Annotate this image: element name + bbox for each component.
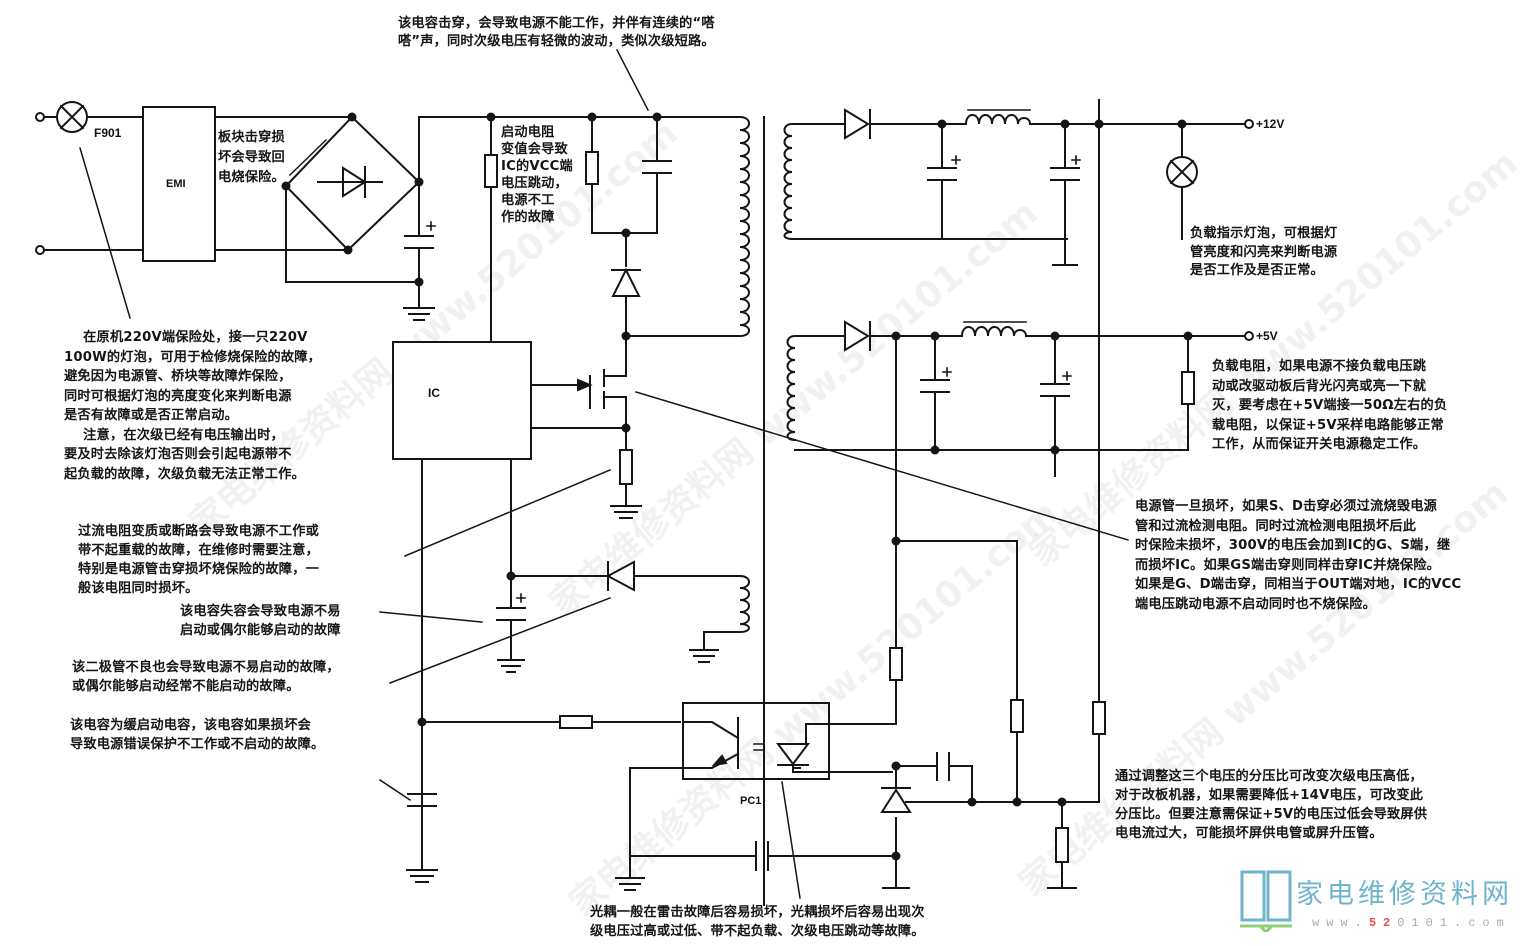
secondary-winding-5v bbox=[786, 334, 797, 442]
ground-symbol bbox=[406, 869, 438, 883]
note-power-mosfet: 电源管一旦损坏，如果S、D击穿必须过流烧毁电源 管和过流检测电阻。同时过流检测电… bbox=[1135, 499, 1462, 612]
bulk-capacitor bbox=[404, 221, 436, 249]
note-divider: 通过调整这三个电压的分压比可改变次级电压高低， 对于改板机器，如果需要降低+14… bbox=[1115, 769, 1428, 841]
fuse-label: F901 bbox=[94, 126, 122, 140]
filter-capacitor-5v-1 bbox=[920, 367, 952, 393]
emi-filter-box bbox=[142, 106, 216, 262]
site-url: www.520101.com bbox=[1312, 916, 1511, 930]
filter-capacitor-5v-2 bbox=[1040, 371, 1072, 397]
divider-resistor-bottom bbox=[1055, 827, 1069, 863]
site-name: 家电维修资料网 bbox=[1296, 879, 1513, 910]
note-load-bulb: 负载指示灯泡，可根据灯 管亮度和闪亮来判断电源 是否工作及是否正常。 bbox=[1190, 226, 1338, 278]
emi-label: EMI bbox=[166, 178, 186, 190]
filter-capacitor-12v-1 bbox=[927, 155, 961, 181]
ac-input-terminal-top bbox=[35, 112, 45, 122]
inductor-12v bbox=[964, 109, 1032, 126]
auxiliary-winding bbox=[689, 574, 750, 663]
power-mosfet bbox=[530, 335, 627, 429]
note-optocoupler: 光耦一般在雷击故障后容易损坏，光耦损坏后容易出现次 级电压过高或过低、带不起负载… bbox=[590, 905, 925, 939]
snubber-resistor bbox=[585, 151, 599, 185]
secondary-winding-12v bbox=[783, 122, 794, 241]
note-fuse-bulb: 在原机220V端保险处，接一只220V 100W的灯泡，可用于检修烧保险的故障，… bbox=[64, 330, 322, 482]
output-5v-label: +5V bbox=[1256, 329, 1278, 343]
ground-symbol bbox=[615, 877, 645, 891]
note-vcc-capacitor: 该电容失容会导致电源不易 启动或偶尔能够启动的故障 bbox=[180, 604, 341, 638]
output-terminal-12v bbox=[1244, 119, 1254, 129]
output-12v-label: +12V bbox=[1256, 117, 1285, 131]
load-bulb-icon bbox=[1166, 156, 1198, 188]
shunt-regulator-tl431 bbox=[880, 787, 973, 813]
fuse-bulb-icon bbox=[56, 101, 88, 133]
site-logo: 家电维修资料网 www.520101.com bbox=[1238, 868, 1516, 938]
filter-capacitor-12v-2 bbox=[1050, 155, 1081, 266]
ground-symbol bbox=[497, 659, 525, 673]
output-terminal-5v bbox=[1244, 331, 1254, 341]
divider-resistor-5v bbox=[1010, 699, 1024, 733]
rectifier-diode-12v bbox=[844, 108, 871, 140]
rectifier-diode-5v bbox=[844, 320, 871, 352]
optocoupler bbox=[682, 702, 830, 780]
vcc-capacitor bbox=[496, 593, 526, 621]
note-load-resistor: 负载电阻，如果电源不接负载电压跳 动或改驱动板后背光闪亮或亮一下就 灭，要考虑在… bbox=[1212, 359, 1448, 452]
bridge-rectifier bbox=[284, 115, 421, 252]
controller-ic bbox=[392, 341, 532, 460]
note-top-capacitor: 该电容击穿，会导致电源不能工作，并伴有连续的“嗒 嗒”声，同时次级电压有轻微的波… bbox=[398, 16, 715, 49]
inductor-5v bbox=[960, 321, 1028, 338]
opto-series-resistor bbox=[889, 647, 903, 681]
note-startup-resistor: 启动电阻 变值会导致 IC的VCC端 电压跳动， 电源不工 作的故障 bbox=[501, 125, 573, 225]
ic-label: IC bbox=[428, 386, 440, 400]
snubber-diode bbox=[611, 267, 641, 297]
note-vcc-diode: 该二极管不良也会导致电源不易启动的故障， 或偶尔能够启动经常不能启动的故障。 bbox=[72, 660, 340, 694]
vcc-diode bbox=[605, 560, 635, 592]
softstart-capacitor bbox=[407, 793, 437, 807]
opto-transistor bbox=[682, 717, 765, 769]
book-icon bbox=[1240, 870, 1292, 932]
feedback-resistor bbox=[559, 715, 593, 729]
compensation-capacitor bbox=[755, 841, 769, 871]
snubber-capacitor bbox=[642, 160, 672, 174]
ac-input-terminal-bottom bbox=[35, 245, 45, 255]
leader-lines bbox=[79, 48, 1129, 899]
ground-symbol bbox=[610, 505, 642, 519]
divider-resistor-12v bbox=[1092, 701, 1106, 735]
primary-winding bbox=[625, 116, 750, 337]
current-sense-resistor bbox=[619, 449, 633, 485]
startup-resistor bbox=[484, 154, 498, 188]
note-bridge: 板块击穿损 坏会导致回 电烧保险。 bbox=[218, 130, 285, 185]
optocoupler-label: PC1 bbox=[740, 795, 762, 807]
note-softstart-capacitor: 该电容为缓启动电容，该电容如果损坏会 导致电源错误保护不工作或不启动的故障。 bbox=[70, 718, 325, 752]
ground-symbol bbox=[403, 281, 435, 321]
dummy-load-resistor bbox=[1181, 371, 1195, 405]
note-overcurrent-resistor: 过流电阻变质或断路会导致电源不工作或 带不起重载的故障，在维修时需要注意， 特别… bbox=[78, 524, 319, 596]
opto-led bbox=[776, 723, 893, 773]
tl431-capacitor bbox=[936, 752, 950, 781]
